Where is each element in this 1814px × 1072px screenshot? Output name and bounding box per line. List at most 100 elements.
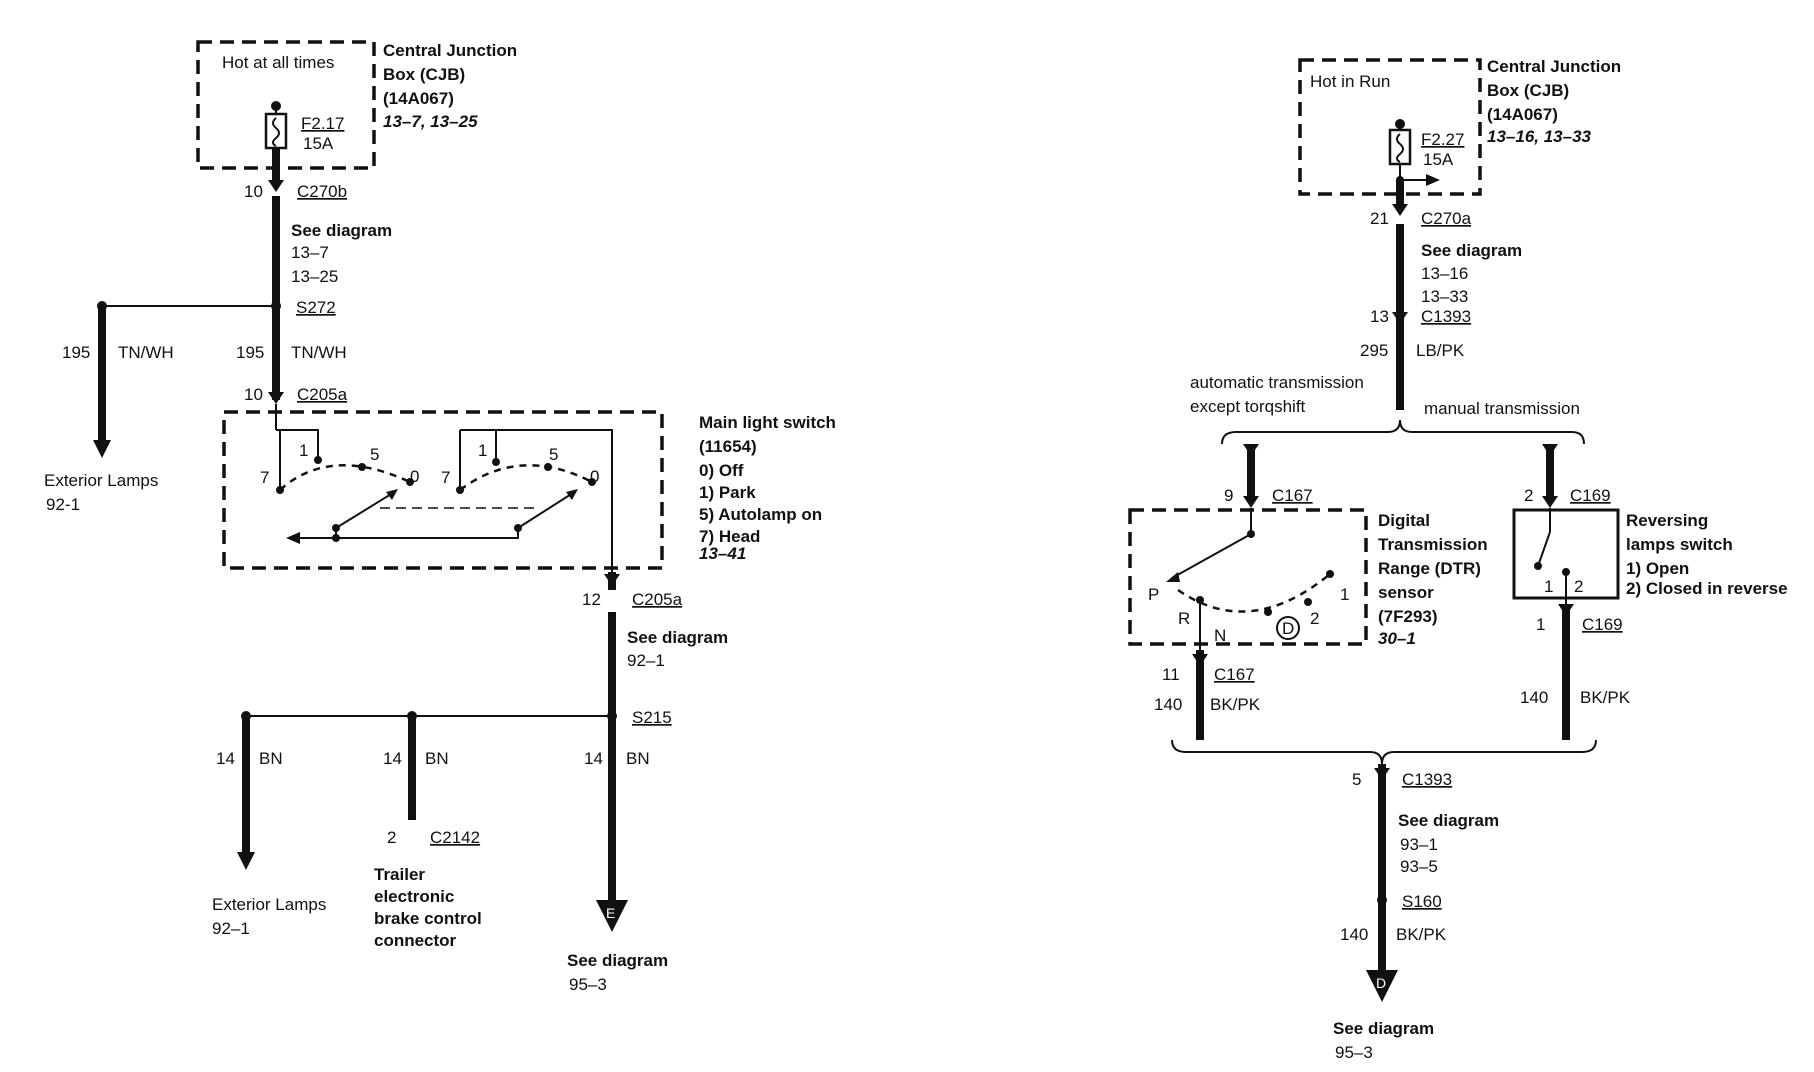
cjb-title-right-2: Box (CJB) (1487, 81, 1569, 100)
left-circuit: Hot at all times Central Junction Box (C… (44, 40, 836, 994)
dtr-pos-1: 1 (1340, 585, 1349, 604)
dtr-pos-r: R (1178, 609, 1190, 628)
c270a-connector: C270a (1421, 209, 1472, 228)
cjb-title-left-1: Central Junction (383, 41, 517, 60)
c169-top-pin: 2 (1524, 486, 1533, 505)
manual-label: manual transmission (1424, 399, 1580, 418)
offpage-e-icon (596, 900, 628, 932)
cjb-box-right (1298, 58, 1482, 196)
rev-title-4: 2) Closed in reverse (1626, 579, 1788, 598)
cjb-hot-label-right: Hot in Run (1310, 72, 1390, 91)
c169-bottom-connector: C169 (1582, 615, 1623, 634)
offpage-e-ref: 95–3 (569, 975, 607, 994)
wire-c-color: BN (626, 749, 650, 768)
fuse-name-left: F2.17 (301, 114, 344, 133)
ext-lamps-2-ref: 92–1 (212, 919, 250, 938)
wire-final-color: BK/PK (1396, 925, 1447, 944)
c1393-bottom-pin: 5 (1352, 770, 1361, 789)
auto-label-1: automatic transmission (1190, 373, 1364, 392)
c1393-top-connector: C1393 (1421, 307, 1471, 326)
c2142-pin: 2 (387, 828, 396, 847)
fuse-amps-right: 15A (1423, 150, 1454, 169)
s160-label: S160 (1402, 892, 1442, 911)
c167-bottom-connector: C167 (1214, 665, 1255, 684)
wire-dtr-color: BK/PK (1210, 695, 1261, 714)
fuse-amps-left: 15A (303, 134, 334, 153)
wire-rev-color: BK/PK (1580, 688, 1631, 707)
dtr-pos-p: P (1148, 585, 1159, 604)
wire-rev-circuit: 140 (1520, 688, 1548, 707)
rev-title-3: 1) Open (1626, 559, 1689, 578)
wire-b-circuit: 14 (383, 749, 402, 768)
cjb-title-right-1: Central Junction (1487, 57, 1621, 76)
wire-dtr-circuit: 140 (1154, 695, 1182, 714)
auto-label-2: except torqshift (1190, 397, 1306, 416)
switch-right-pos-7: 7 (441, 468, 450, 487)
c205a-top-connector: C205a (297, 385, 348, 404)
cjb-box-left (196, 40, 376, 170)
s272-label: S272 (296, 298, 336, 317)
ext-lamps-1-title: Exterior Lamps (44, 471, 158, 490)
dtr-pos-d: D (1282, 619, 1294, 638)
rev-pin-2: 2 (1574, 577, 1583, 596)
switch-right-pos-5: 5 (549, 445, 558, 464)
main-wire-circuit: 195 (236, 343, 264, 362)
dtr-title-1: Digital (1378, 511, 1430, 530)
wire-a-circuit: 14 (216, 749, 235, 768)
trailer-label-4: connector (374, 931, 457, 950)
switch-title-2: (11654) (699, 437, 757, 456)
cjb-refs-left: 13–7, 13–25 (383, 112, 478, 131)
c1393-top-pin: 13 (1370, 307, 1389, 326)
dtr-title-3: Range (DTR) (1378, 559, 1481, 578)
see-ref-left-2: 92–1 (627, 651, 665, 670)
cjb-title-left-3: (14A067) (383, 89, 454, 108)
wire-a-color: BN (259, 749, 283, 768)
switch-title-3: 0) Off (699, 461, 744, 480)
see-ref-right-2a: 93–1 (1400, 835, 1438, 854)
see-ref-right-2b: 93–5 (1400, 857, 1438, 876)
see-ref-left-1a: 13–7 (291, 243, 329, 262)
see-diagram-left-2: See diagram (627, 628, 728, 647)
s215-label: S215 (632, 708, 672, 727)
offpage-d-letter: D (1376, 975, 1386, 991)
c1393-bottom-connector: C1393 (1402, 770, 1452, 789)
see-ref-right-1b: 13–33 (1421, 287, 1468, 306)
switch-right-pos-0: 0 (590, 467, 599, 486)
switch-left-pos-7: 7 (260, 468, 269, 487)
dtr-sensor-box (1128, 508, 1368, 646)
offpage-e-letter: E (606, 905, 615, 921)
dtr-pos-2: 2 (1310, 609, 1319, 628)
offpage-d-icon (1366, 970, 1398, 1002)
c167-top-connector: C167 (1272, 486, 1313, 505)
switch-right-pos-1: 1 (478, 441, 487, 460)
offpage-e-title: See diagram (567, 951, 668, 970)
splice-s160 (1377, 895, 1387, 905)
switch-left-pos-0: 0 (410, 467, 419, 486)
ext-lamps-2-title: Exterior Lamps (212, 895, 326, 914)
dtr-title-2: Transmission (1378, 535, 1488, 554)
c167-bottom-pin: 11 (1162, 665, 1180, 684)
main-light-switch-box (222, 410, 664, 570)
trailer-label-2: electronic (374, 887, 454, 906)
c205a-top-pin: 10 (244, 385, 263, 404)
switch-left-pos-1: 1 (299, 441, 308, 460)
see-diagram-right-1: See diagram (1421, 241, 1522, 260)
dtr-title-5: (7F293) (1378, 607, 1438, 626)
arrow-exterior-lamps-2 (237, 852, 255, 870)
see-ref-right-1a: 13–16 (1421, 264, 1468, 283)
c270b-pin: 10 (244, 182, 263, 201)
wire-295-color: LB/PK (1416, 341, 1465, 360)
c205a-bottom-connector: C205a (632, 590, 683, 609)
trailer-label-3: brake control (374, 909, 482, 928)
offpage-d-ref: 95–3 (1335, 1043, 1373, 1062)
c205a-bottom-pin: 12 (582, 590, 601, 609)
main-wire-color: TN/WH (291, 343, 347, 362)
switch-ref: 13–41 (699, 544, 746, 563)
c169-top-connector: C169 (1570, 486, 1611, 505)
rev-pin-1: 1 (1544, 577, 1553, 596)
switch-title-5: 5) Autolamp on (699, 505, 822, 524)
switch-title-1: Main light switch (699, 413, 836, 432)
dtr-title-4: sensor (1378, 583, 1434, 602)
wire-b-color: BN (425, 749, 449, 768)
